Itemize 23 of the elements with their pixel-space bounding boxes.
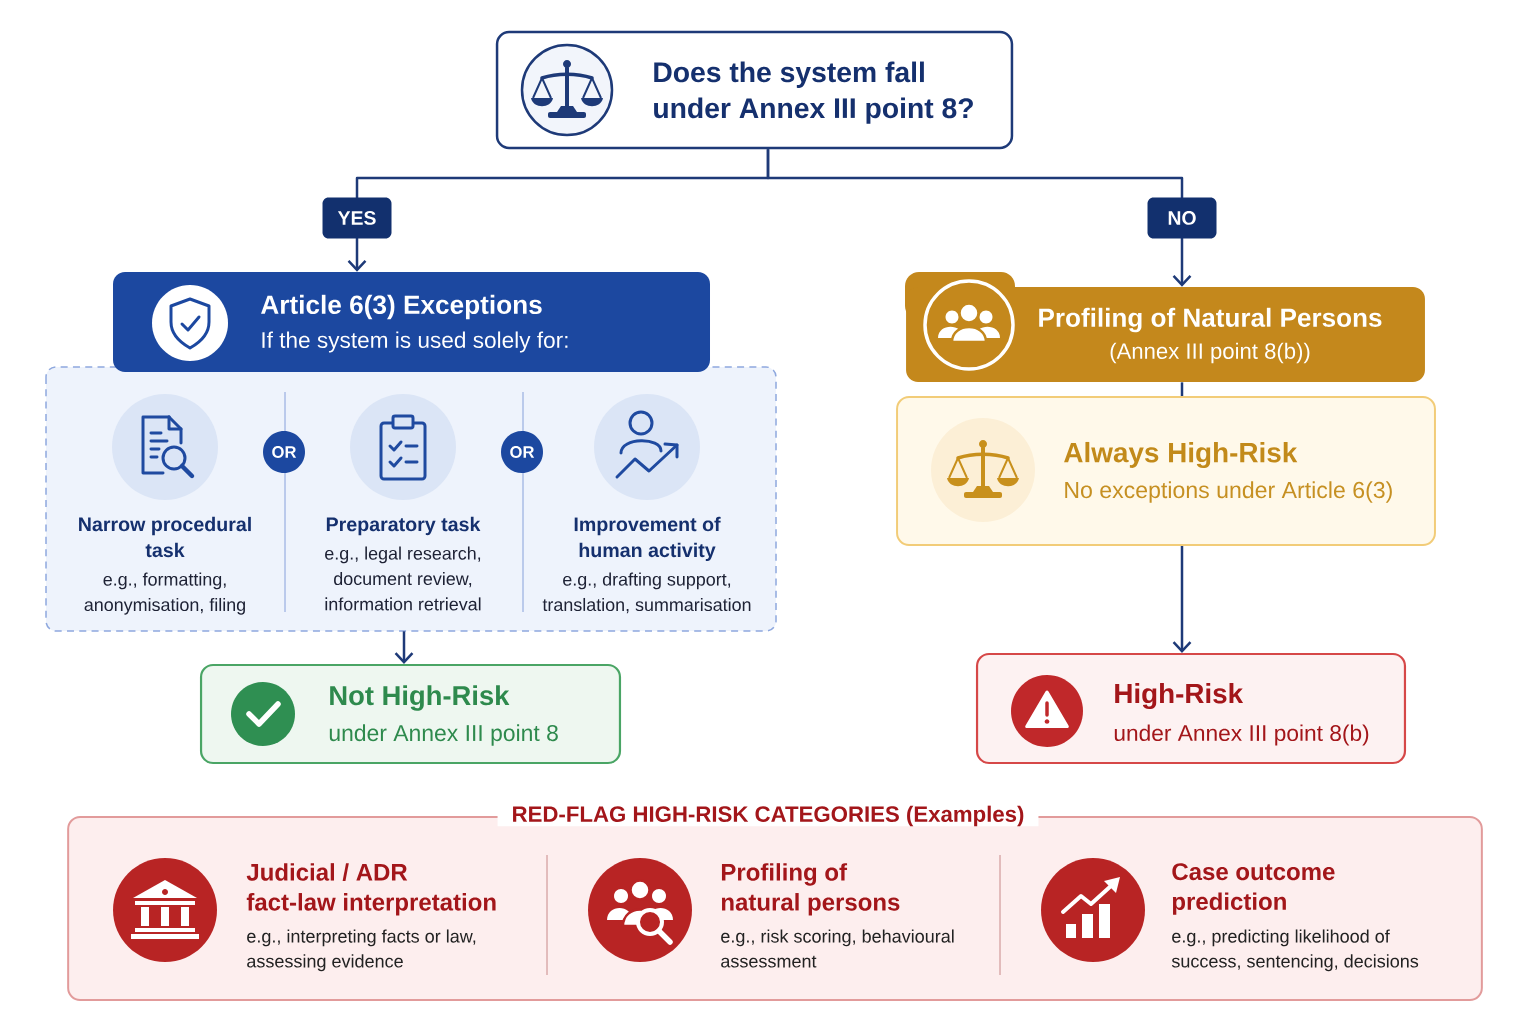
info-box: Always High-Risk No exceptions under Article 6(3)	[896, 396, 1436, 546]
or-badge: OR	[263, 431, 305, 473]
result-box: Not High-Risk under Annex III point 8	[199, 663, 622, 765]
item-description: e.g., formatting, anonymisation, filing	[84, 572, 245, 615]
arrow	[766, 149, 1192, 287]
category-title: Case outcome prediction	[1172, 863, 1335, 915]
item-title: Preparatory task	[326, 516, 481, 536]
arrow	[394, 631, 414, 664]
result-box: High-Risk under Annex III point 8(b)	[975, 652, 1407, 765]
connector-line	[1180, 382, 1184, 396]
category-description: e.g., interpreting facts or law, assessing evidence	[247, 929, 476, 972]
category-title: Judicial / ADR fact-law interpretation	[246, 863, 496, 916]
edge-label: YES	[322, 197, 392, 239]
or-badge: OR	[501, 431, 543, 473]
arrow	[1172, 545, 1192, 653]
category-description: e.g., predicting likelihood of success, sentencing, decisions	[1171, 929, 1419, 972]
category-title: Profiling of natural persons	[721, 863, 900, 916]
edge-label: NO	[1147, 197, 1217, 239]
item-description: e.g., legal research, document review, information retrieval	[325, 546, 481, 611]
item-title: Improvement of human activity	[574, 516, 721, 562]
item-title: Narrow procedural task	[79, 516, 251, 558]
category-description: e.g., risk scoring, behavioural assessment	[721, 929, 954, 968]
item-description: e.g., drafting support, translation, summarisation	[542, 572, 751, 614]
